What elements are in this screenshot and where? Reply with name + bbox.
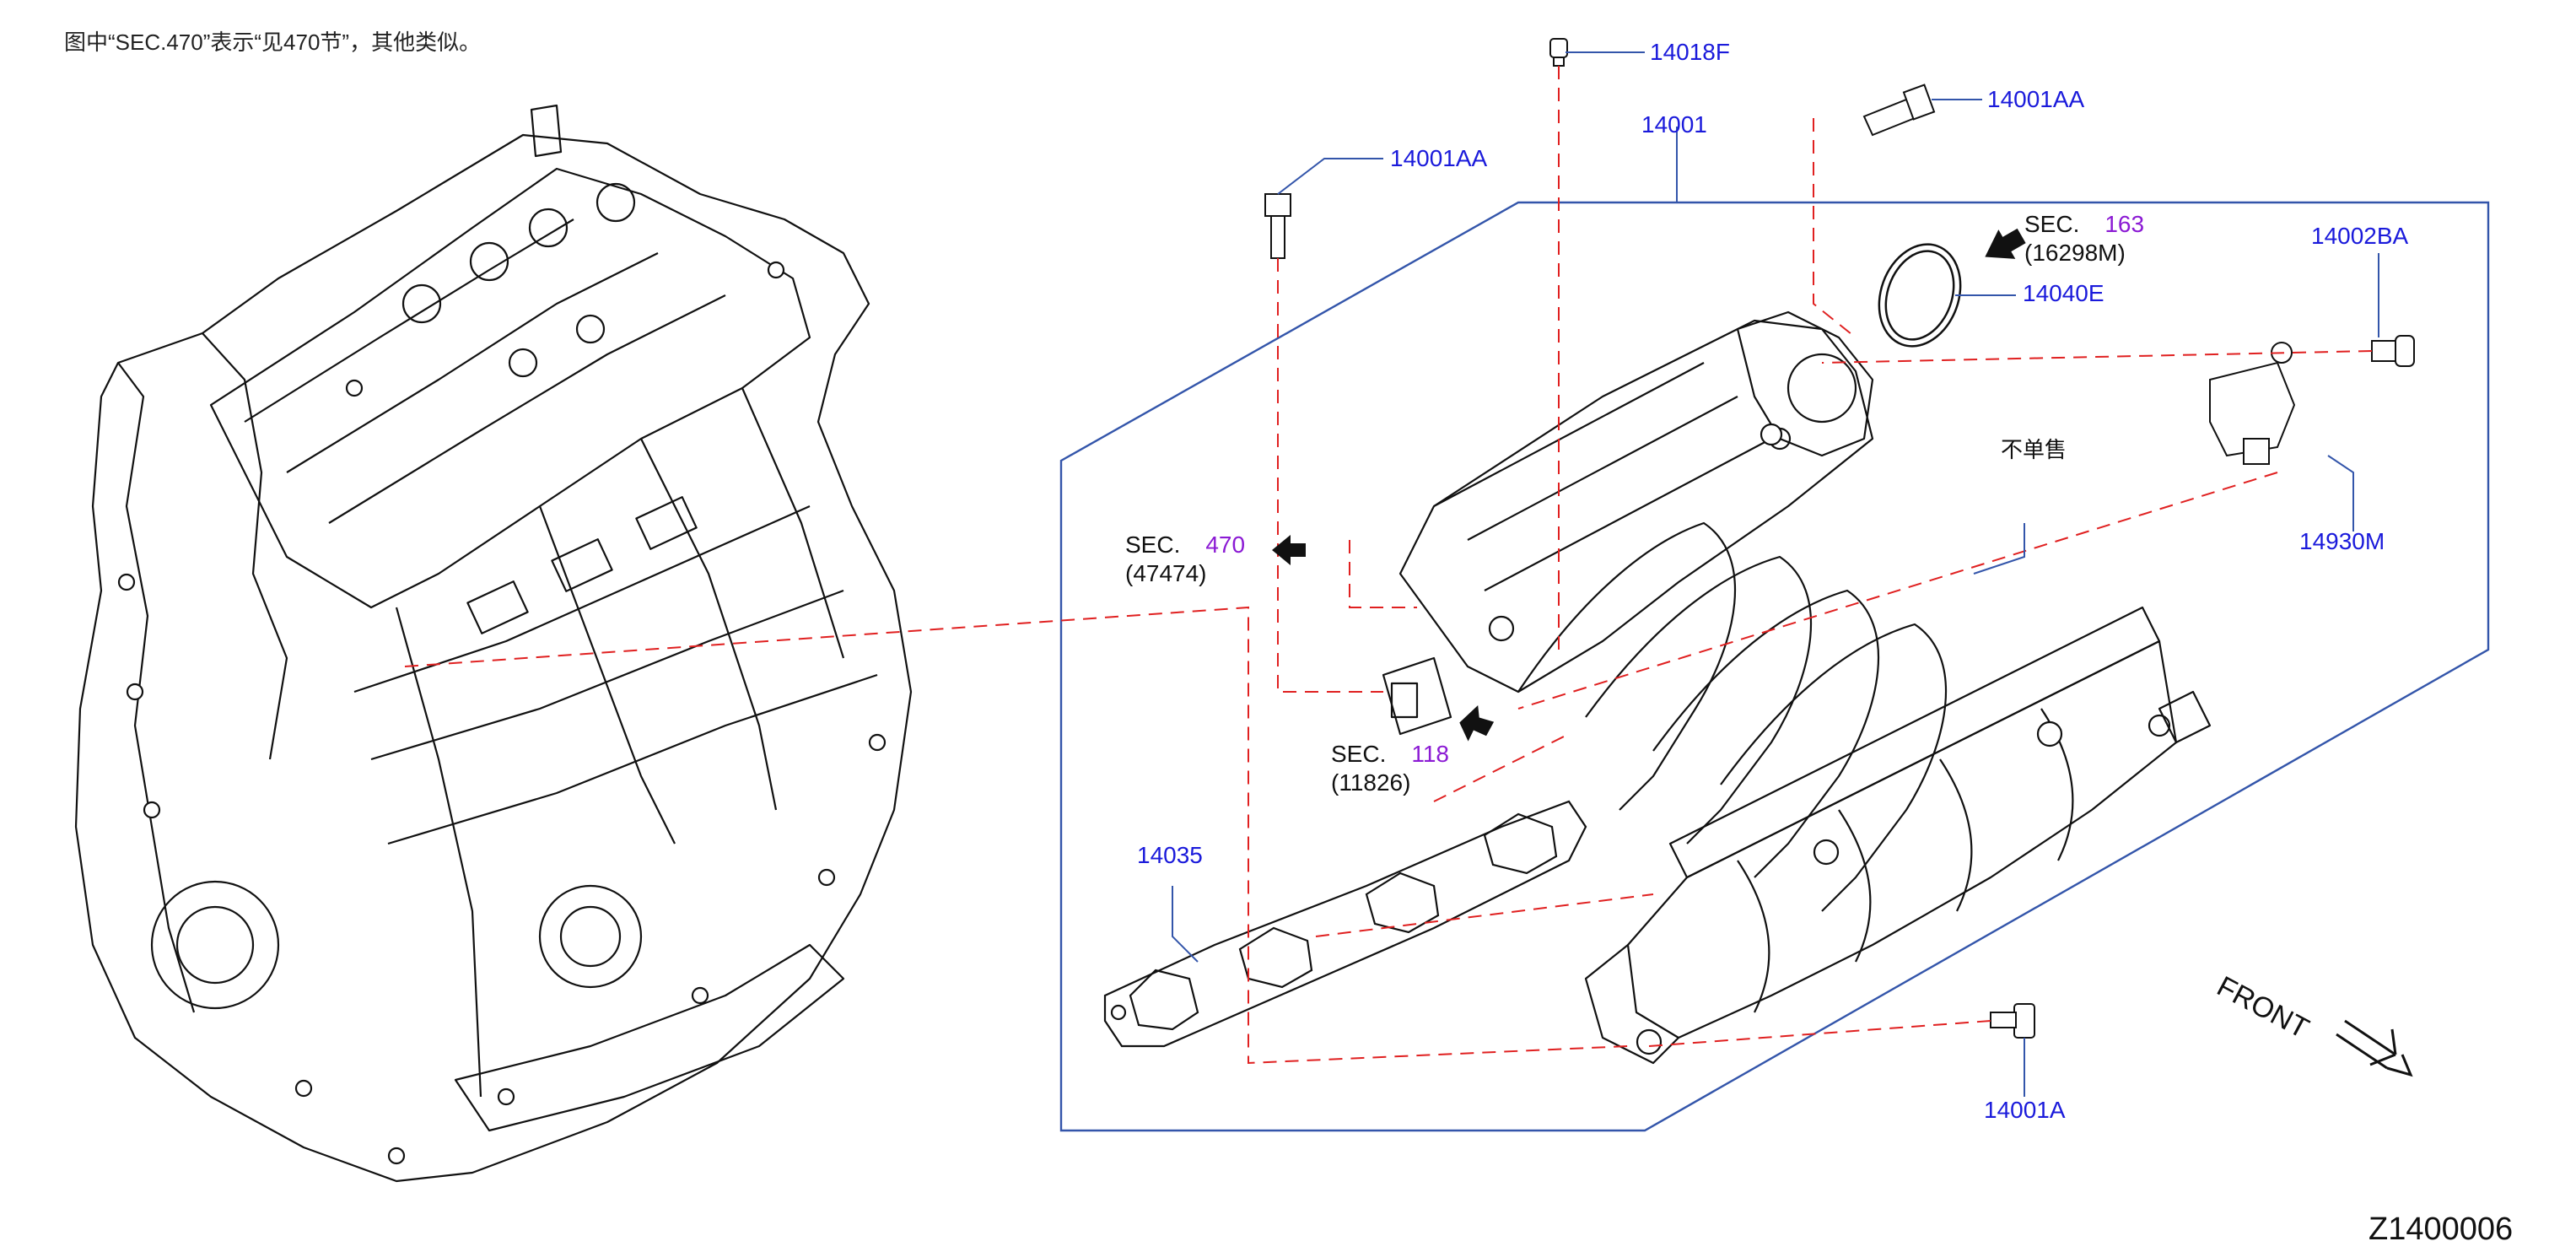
intake-manifold-illustration — [1382, 310, 2212, 1065]
o-ring-14040E — [1878, 243, 1962, 348]
section-470-keyword: SEC. — [1125, 532, 1181, 558]
bolt-14001AA-left — [1264, 193, 1291, 259]
bolt-14001AA-top — [1862, 84, 1936, 137]
section-470-sub: (47474) — [1125, 560, 1207, 586]
valve-14930M — [2209, 342, 2296, 465]
section-163-sub: (16298M) — [2024, 240, 2126, 266]
part-14002BA[interactable]: 14002BA — [2311, 223, 2409, 249]
section-118-link[interactable]: SEC. 118 — [1331, 742, 1449, 766]
not-sold-label: 不单售 — [2001, 437, 2067, 462]
section-163-keyword: SEC. — [2024, 211, 2080, 237]
arrow-sec163-icon — [1985, 228, 2026, 259]
section-118-sub: (11826) — [1331, 769, 1411, 796]
direction-arrows — [1272, 228, 2026, 742]
note-text: 图中“SEC.470”表示“见470节”，其他类似。 — [64, 30, 482, 55]
section-118-number: 118 — [1411, 741, 1449, 767]
dashed-leaders — [404, 66, 2373, 1065]
part-14001A[interactable]: 14001A — [1984, 1097, 2066, 1123]
figure-reference: Z1400006 — [2369, 1212, 2514, 1247]
arrow-sec118-icon — [1459, 705, 1495, 742]
engine-block-illustration — [74, 104, 913, 1183]
gasket-14035 — [1103, 800, 1587, 1048]
part-14001AA-top[interactable]: 14001AA — [1987, 86, 2085, 112]
part-14040E[interactable]: 14040E — [2023, 280, 2104, 306]
section-163-number: 163 — [2104, 211, 2145, 237]
assembly-frame — [1059, 201, 2490, 1132]
bolt-14001A — [1990, 1003, 2035, 1039]
section-118-keyword: SEC. — [1331, 741, 1387, 767]
bolt-14018F — [1549, 38, 1568, 67]
front-arrow-icon — [2336, 1019, 2413, 1077]
part-14001AA-left[interactable]: 14001AA — [1390, 145, 1488, 171]
section-470-number: 470 — [1205, 532, 1246, 558]
part-14035[interactable]: 14035 — [1137, 842, 1203, 868]
section-163-link[interactable]: SEC. 163 — [2024, 213, 2144, 236]
label-leaders — [1172, 51, 2379, 1097]
part-14930M[interactable]: 14930M — [2299, 528, 2385, 554]
section-470-link[interactable]: SEC. 470 — [1125, 533, 1245, 557]
bolt-14002BA — [2371, 335, 2415, 367]
part-14018F[interactable]: 14018F — [1650, 39, 1730, 65]
arrow-sec470-icon — [1272, 535, 1306, 565]
part-14001[interactable]: 14001 — [1641, 111, 1707, 138]
